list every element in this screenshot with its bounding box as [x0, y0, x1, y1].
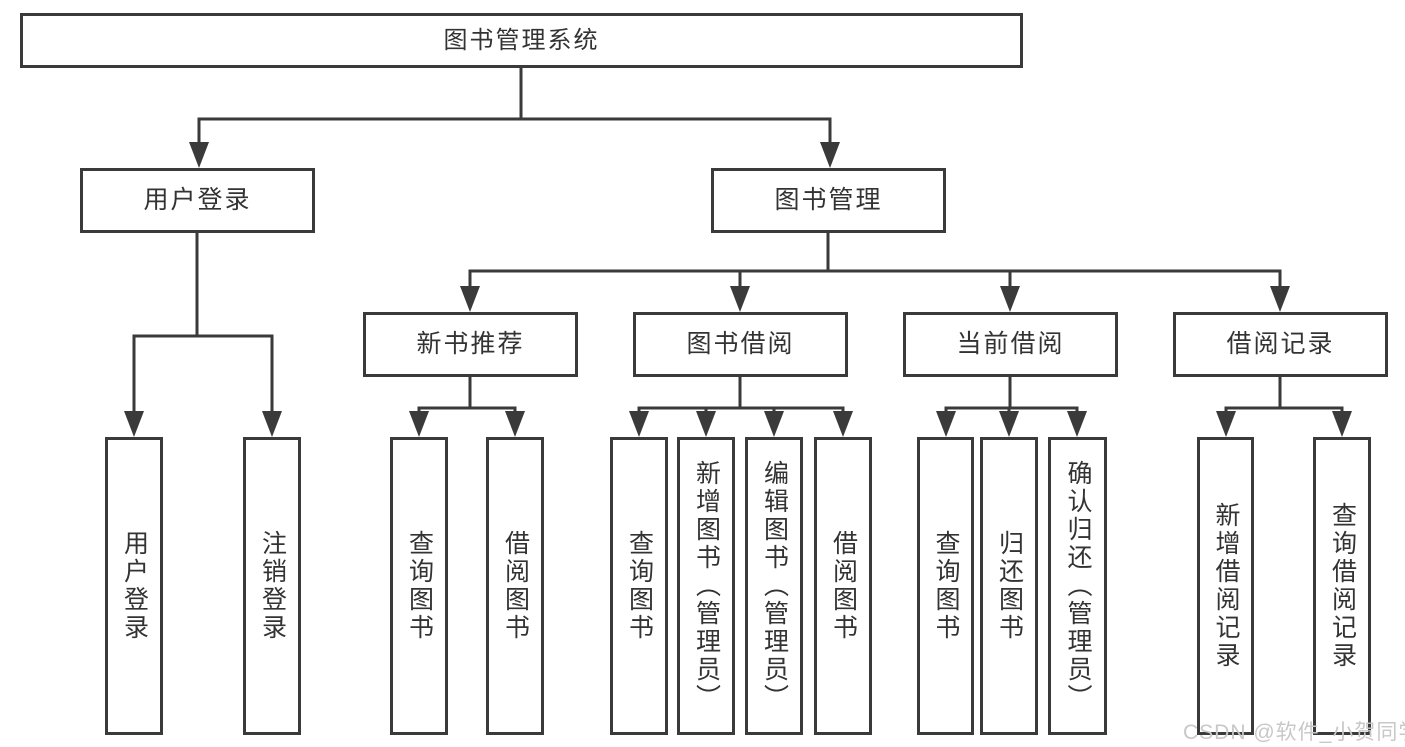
watermark: CSDN @软件_小贺同学: [1183, 721, 1405, 744]
leaf-query-books-borrowing: 查询图书: [610, 437, 668, 735]
connector-root-to-level2: [197, 66, 832, 148]
node-library-management-system: 图书管理系统: [20, 13, 1023, 68]
arrowhead-icon: [1270, 286, 1290, 312]
node-user-login: 用户登录: [80, 168, 315, 233]
leaf-borrow-books: 借阅图书: [814, 437, 872, 735]
arrowhead-icon: [409, 411, 429, 437]
arrowhead-icon: [999, 411, 1019, 437]
connector-borrowing-records-to-leaves: [1224, 375, 1344, 416]
arrowhead-icon: [1000, 286, 1020, 312]
arrowheads: [124, 142, 1352, 437]
arrowhead-icon: [629, 411, 649, 437]
arrowhead-icon: [833, 411, 853, 437]
arrowhead-icon: [820, 142, 840, 168]
arrowhead-icon: [1216, 411, 1236, 437]
connector-book-management-to-level3: [468, 231, 1282, 291]
arrowhead-icon: [460, 286, 480, 312]
connector-current-borrowing-to-leaves: [944, 375, 1079, 416]
leaf-user-login: 用户登录: [105, 437, 163, 735]
leaf-confirm-return-admin: 确认归还（管理员）: [1048, 437, 1107, 735]
node-book-borrowing: 图书借阅: [633, 312, 848, 377]
arrowhead-icon: [505, 411, 525, 437]
leaf-return-book: 归还图书: [980, 437, 1038, 735]
node-book-management: 图书管理: [711, 168, 946, 233]
node-current-borrowing: 当前借阅: [903, 312, 1118, 377]
connector-book-borrowing-to-leaves: [637, 375, 845, 416]
node-borrowing-records: 借阅记录: [1173, 312, 1388, 377]
leaf-query-books-recommend: 查询图书: [390, 437, 448, 735]
arrowhead-icon: [189, 142, 209, 168]
leaf-add-book-admin: 新增图书（管理员）: [677, 437, 735, 735]
arrowhead-icon: [1067, 411, 1087, 437]
leaf-edit-book-admin: 编辑图书（管理员）: [745, 437, 803, 735]
arrowhead-icon: [764, 411, 784, 437]
node-new-book-recommendation: 新书推荐: [363, 312, 578, 377]
arrowhead-icon: [730, 286, 750, 312]
arrowhead-icon: [696, 411, 716, 437]
arrowhead-icon: [936, 411, 956, 437]
leaf-query-borrowing-record: 查询借阅记录: [1313, 437, 1371, 735]
leaf-logout: 注销登录: [243, 437, 301, 735]
arrowhead-icon: [262, 411, 282, 437]
leaf-add-borrowing-record: 新增借阅记录: [1197, 437, 1254, 735]
connector-user-login-to-leaves: [132, 231, 274, 416]
leaf-borrow-books-recommend: 借阅图书: [486, 437, 544, 735]
arrowhead-icon: [1332, 411, 1352, 437]
connector-new-book-recommendation-to-leaves: [417, 375, 517, 416]
leaf-query-books-current: 查询图书: [917, 437, 974, 735]
arrowhead-icon: [124, 411, 144, 437]
